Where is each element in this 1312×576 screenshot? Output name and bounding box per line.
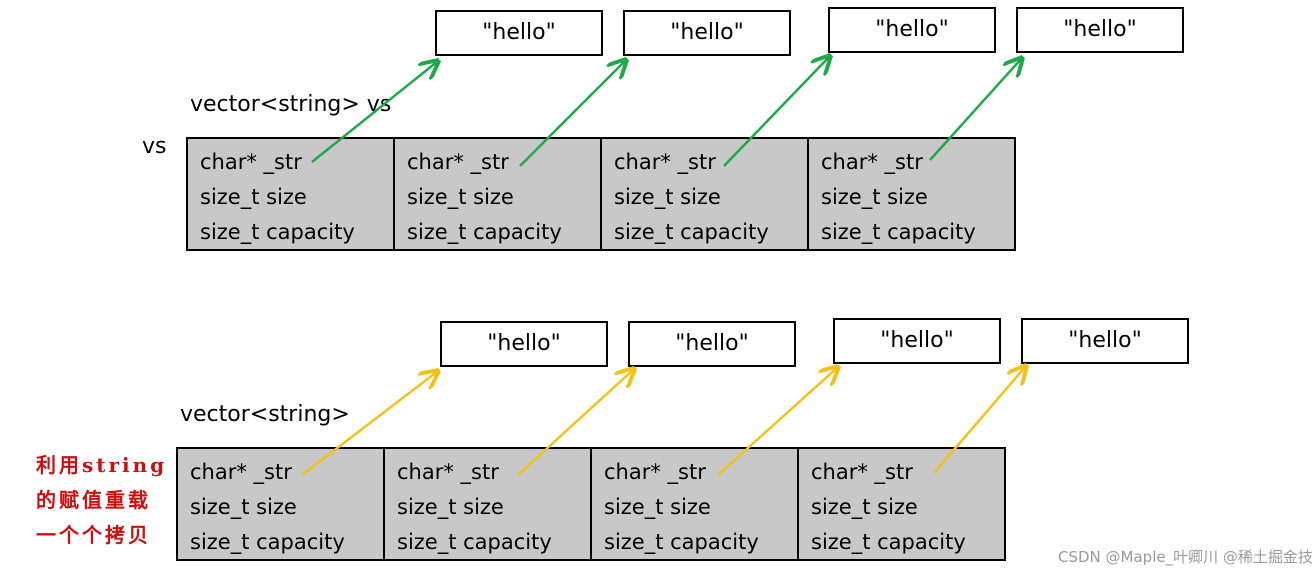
- size-field: size_t size: [407, 185, 514, 209]
- hello-string-box: "hello": [440, 321, 608, 367]
- str-pointer-field: char* _str: [614, 150, 716, 174]
- green-pointer-arrow: [311, 61, 438, 163]
- top-vector-row: char* _str size_t size size_t capacity c…: [186, 137, 1016, 251]
- size-field: size_t size: [821, 185, 928, 209]
- hello-string-box: "hello": [628, 321, 796, 367]
- capacity-field: size_t capacity: [821, 220, 976, 244]
- top-pointer-arrows: [311, 56, 1022, 167]
- str-pointer-field: char* _str: [811, 460, 913, 484]
- bottom-pointer-arrows: [301, 366, 1026, 476]
- hello-string-box: "hello": [1016, 7, 1184, 53]
- string-object-cell: char* _str size_t size size_t capacity: [809, 139, 1014, 249]
- size-field: size_t size: [614, 185, 721, 209]
- side-note-line: 一个个拷贝: [36, 523, 151, 547]
- capacity-field: size_t capacity: [811, 530, 966, 554]
- watermark: CSDN @Maple_叶卿川 @稀土掘金技术社区: [1058, 548, 1312, 566]
- green-pointer-arrow: [929, 58, 1022, 161]
- str-pointer-field: char* _str: [397, 460, 499, 484]
- yellow-pointer-arrow: [933, 366, 1026, 474]
- capacity-field: size_t capacity: [604, 530, 759, 554]
- hello-string-box: "hello": [833, 318, 1001, 364]
- yellow-pointer-arrow: [517, 369, 634, 476]
- hello-string-box: "hello": [623, 10, 791, 56]
- str-pointer-field: char* _str: [604, 460, 706, 484]
- bottom-vector-title: vector<string>: [180, 402, 350, 427]
- size-field: size_t size: [190, 495, 297, 519]
- hello-string-box: "hello": [1021, 318, 1189, 364]
- hello-string-box: "hello": [828, 7, 996, 53]
- size-field: size_t size: [397, 495, 504, 519]
- capacity-field: size_t capacity: [200, 220, 355, 244]
- capacity-field: size_t capacity: [190, 530, 345, 554]
- str-pointer-field: char* _str: [200, 150, 302, 174]
- side-note-line: 的赋值重载: [36, 488, 151, 512]
- string-object-cell: char* _str size_t size size_t capacity: [592, 449, 799, 559]
- string-object-cell: char* _str size_t size size_t capacity: [188, 139, 395, 249]
- side-note-line: 利用string: [36, 453, 168, 477]
- string-object-cell: char* _str size_t size size_t capacity: [602, 139, 809, 249]
- string-object-cell: char* _str size_t size size_t capacity: [178, 449, 385, 559]
- size-field: size_t size: [811, 495, 918, 519]
- size-field: size_t size: [200, 185, 307, 209]
- top-vector-title: vector<string> vs: [190, 92, 392, 117]
- capacity-field: size_t capacity: [407, 220, 562, 244]
- string-object-cell: char* _str size_t size size_t capacity: [395, 139, 602, 249]
- capacity-field: size_t capacity: [614, 220, 769, 244]
- size-field: size_t size: [604, 495, 711, 519]
- string-object-cell: char* _str size_t size size_t capacity: [799, 449, 1004, 559]
- bottom-vector-row: char* _str size_t size size_t capacity c…: [176, 447, 1006, 561]
- yellow-pointer-arrow: [717, 367, 838, 476]
- yellow-pointer-arrow: [301, 371, 438, 476]
- top-side-label: vs: [142, 134, 167, 159]
- green-pointer-arrow: [519, 60, 626, 167]
- capacity-field: size_t capacity: [397, 530, 552, 554]
- hello-string-box: "hello": [435, 10, 603, 56]
- str-pointer-field: char* _str: [190, 460, 292, 484]
- bottom-side-note: 利用string 的赋值重载 一个个拷贝: [36, 448, 167, 553]
- green-pointer-arrow: [723, 56, 830, 167]
- string-object-cell: char* _str size_t size size_t capacity: [385, 449, 592, 559]
- str-pointer-field: char* _str: [821, 150, 923, 174]
- str-pointer-field: char* _str: [407, 150, 509, 174]
